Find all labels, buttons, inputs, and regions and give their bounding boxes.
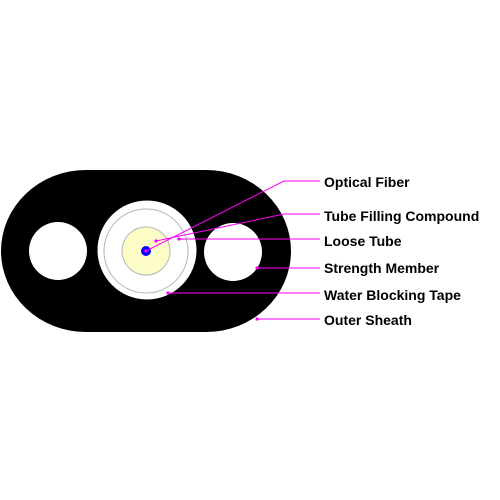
leader-dot-water-blocking-tape	[166, 291, 170, 295]
leader-dot-strength-member	[255, 266, 259, 270]
label-optical-fiber: Optical Fiber	[324, 174, 410, 190]
leader-dot-outer-sheath	[255, 317, 259, 321]
leader-dot-optical-fiber	[144, 249, 148, 253]
leader-endpoints	[144, 237, 259, 321]
label-water-blocking-tape: Water Blocking Tape	[324, 287, 461, 303]
label-strength-member: Strength Member	[324, 260, 440, 276]
leader-dot-loose-tube	[177, 237, 181, 241]
left-strength-member	[29, 222, 87, 280]
label-loose-tube: Loose Tube	[324, 233, 402, 249]
leader-lines	[145, 180, 320, 320]
right-strength-member	[204, 223, 262, 281]
leader-optical-fiber	[145, 180, 320, 252]
leader-dot-tube-filling-compound	[154, 239, 158, 243]
label-tube-filling-compound: Tube Filling Compound	[324, 208, 479, 224]
leader-tube-filling-compound	[155, 213, 320, 242]
label-outer-sheath: Outer Sheath	[324, 312, 412, 328]
